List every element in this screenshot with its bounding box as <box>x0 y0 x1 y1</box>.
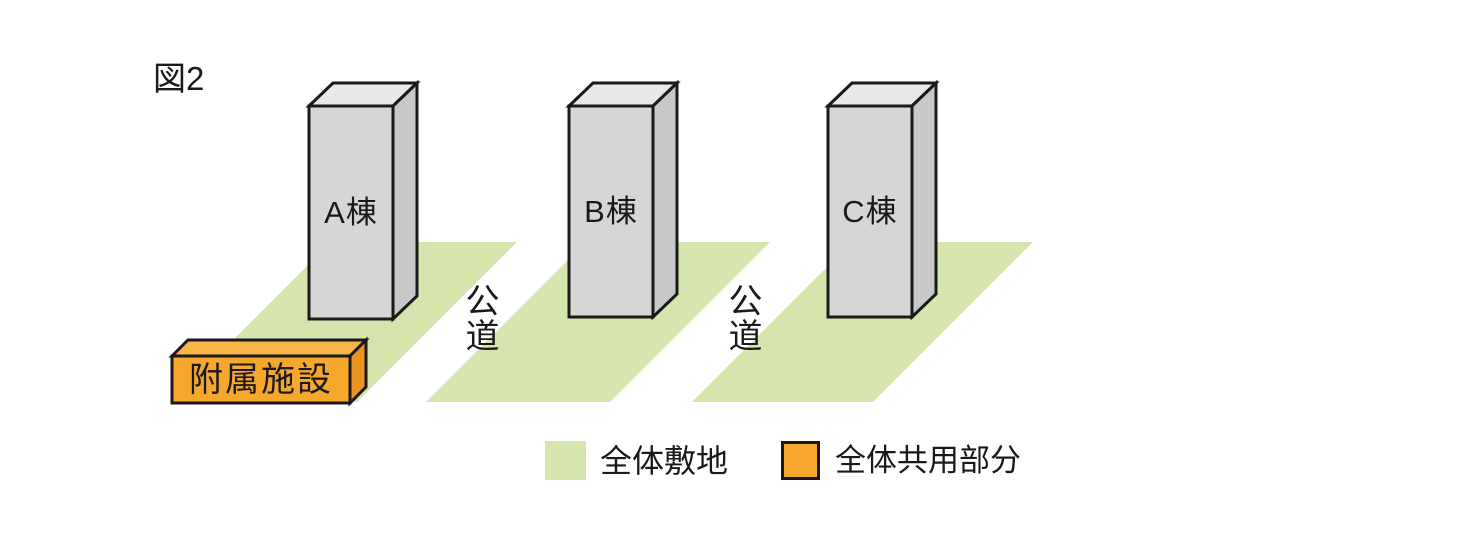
site-parcel-c <box>692 242 1033 402</box>
building-c-label: C棟 <box>842 194 898 229</box>
building-a-side-face <box>391 79 419 323</box>
legend-common-label: 全体共用部分 <box>835 443 1021 478</box>
building-c-side-face <box>910 79 938 321</box>
building-c-front-face <box>826 104 914 319</box>
figure-title: 図2 <box>153 60 205 97</box>
annex-top-face <box>168 338 370 358</box>
building-b-label: B棟 <box>584 194 638 229</box>
legend-common-swatch <box>781 441 820 480</box>
building-a-front-face <box>307 104 395 321</box>
site-parcel-b <box>426 242 770 402</box>
building-b-front-face <box>567 104 655 319</box>
legend-site-swatch <box>545 441 586 480</box>
road-label-2: 公道 <box>723 283 761 353</box>
building-a-label: A棟 <box>324 195 378 230</box>
annex-label: 附属施設 <box>189 360 333 399</box>
legend-site-label: 全体敷地 <box>600 442 729 479</box>
building-b-side-face <box>651 79 679 321</box>
annex-front-face <box>170 354 352 405</box>
road-label-1: 公道 <box>460 283 498 353</box>
